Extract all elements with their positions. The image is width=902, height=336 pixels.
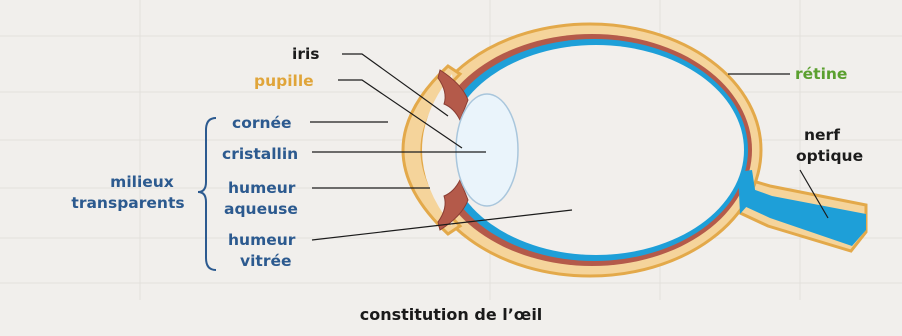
label-retine: rétine xyxy=(795,65,847,83)
label-humeur-aqueuse-line1: humeur xyxy=(228,179,296,197)
label-cornee: cornée xyxy=(232,114,292,132)
label-humeur-aqueuse-line2: aqueuse xyxy=(224,200,298,218)
eye-diagram: iris pupille cornée cristallin humeur aq… xyxy=(0,0,902,300)
label-transparents: transparents xyxy=(71,194,184,212)
figure-caption: constitution de l’œil xyxy=(360,305,543,324)
label-humeur-vitree-line2: vitrée xyxy=(240,252,292,270)
label-nerf: nerf xyxy=(804,126,840,144)
label-iris: iris xyxy=(292,45,320,63)
caption-container: constitution de l’œil xyxy=(0,305,902,324)
label-cristallin: cristallin xyxy=(222,145,298,163)
lens xyxy=(456,94,518,206)
label-pupille: pupille xyxy=(254,72,314,90)
milieux-bracket xyxy=(198,118,216,270)
label-milieux: milieux xyxy=(110,173,174,191)
label-humeur-vitree-line1: humeur xyxy=(228,231,296,249)
label-optique: optique xyxy=(796,147,863,165)
